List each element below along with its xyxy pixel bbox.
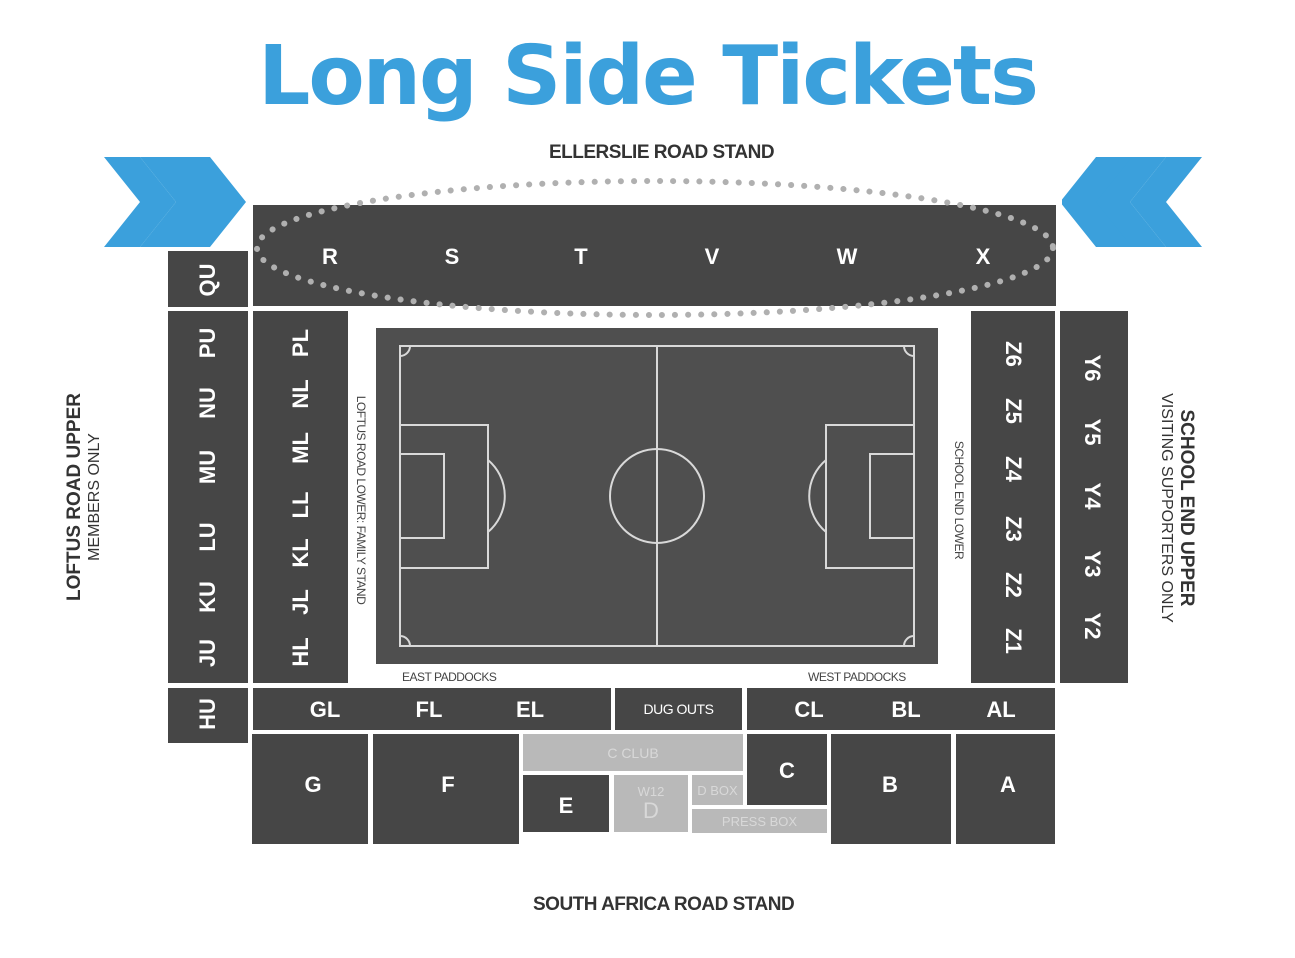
c-club-label: C CLUB [607,744,659,761]
block-f[interactable] [373,734,519,844]
c-club[interactable]: C CLUB [523,734,743,771]
school-end-lower-label: SCHOOL END LOWER [952,440,966,560]
loftus-upper-column[interactable] [168,311,248,683]
block-label-y6: Y6 [1080,354,1105,382]
block-label-bl: BL [891,697,921,722]
block-label-y4: Y4 [1080,482,1105,510]
block-label-e: E [558,793,574,818]
school-end-upper-column[interactable] [1060,311,1128,683]
block-label-cl: CL [794,697,824,722]
dug-outs[interactable]: DUG OUTS [615,688,742,730]
block-label-qu: QU [195,263,220,297]
block-label-b: B [882,772,898,797]
press-box-label: PRESS BOX [721,813,798,829]
dug-outs-label: DUG OUTS [643,701,714,717]
block-label-r: R [322,244,338,269]
block-label-mu: MU [195,449,220,485]
block-label-pl: PL [288,328,313,358]
block-label-w: W [836,244,858,269]
south-lower-row-left[interactable] [253,688,611,730]
block-label-el: EL [515,697,545,722]
block-label-z2: Z2 [1001,572,1026,598]
d-label: D [643,797,659,823]
block-a[interactable] [956,734,1055,844]
block-d[interactable]: W12 D [614,775,688,832]
school-end-lower-column[interactable] [971,311,1055,683]
block-label-gl: GL [309,697,341,722]
block-label-v: V [704,244,720,269]
south-africa-road-stand-label: SOUTH AFRICA ROAD STAND [533,894,795,915]
block-label-nl: NL [288,379,313,409]
page-title: Long Side Tickets [258,29,1039,124]
block-label-a: A [1000,772,1016,797]
loftus-lower-column[interactable] [253,311,348,683]
press-box[interactable]: PRESS BOX [692,809,827,833]
school-end-upper-name: SCHOOL END UPPER [1176,409,1197,607]
block-e[interactable] [523,775,609,832]
ellerslie-highlight-ellipse [254,178,1056,318]
ellerslie-road-stand-label: ELLERSLIE ROAD STAND [549,142,775,163]
loftus-road-lower-label: LOFTUS ROAD LOWER: FAMILY STAND [354,395,368,605]
block-label-y5: Y5 [1080,418,1105,446]
block-label-ju: JU [195,638,220,668]
block-label-c: C [779,758,795,783]
block-label-ku: KU [195,581,220,613]
south-lower-row-right[interactable] [747,688,1055,730]
block-label-jl: JL [288,589,313,615]
d-box-label: D BOX [697,782,738,798]
block-label-z4: Z4 [1001,456,1026,482]
school-end-upper-note: VISITING SUPPORTERS ONLY [1158,393,1175,623]
block-label-z5: Z5 [1001,398,1026,424]
block-label-hl: HL [288,637,313,667]
block-label-g: G [304,772,322,797]
block-hu[interactable] [168,688,248,743]
block-label-f: F [441,772,455,797]
w12-label: W12 [637,783,665,799]
loftus-road-upper-name: LOFTUS ROAD UPPER [64,393,85,601]
chevron-right-arrows-icon [104,157,246,247]
block-label-pu: PU [195,327,220,359]
block-g[interactable] [252,734,368,844]
loftus-road-upper-note: MEMBERS ONLY [86,433,103,561]
block-qu[interactable] [168,251,248,307]
block-label-ll: LL [288,491,313,519]
west-paddocks-label: WEST PADDOCKS [808,670,906,684]
block-label-z3: Z3 [1001,516,1026,542]
block-label-x: X [975,244,991,269]
block-label-y2: Y2 [1080,612,1105,640]
block-b[interactable] [831,734,951,844]
loftus-road-upper-title: LOFTUS ROAD UPPER MEMBERS ONLY [64,393,105,601]
block-label-s: S [444,244,460,269]
pitch [376,328,938,664]
block-c[interactable] [747,734,827,805]
ellerslie-road-stand[interactable] [253,205,1056,306]
school-end-upper-title: SCHOOL END UPPER VISITING SUPPORTERS ONL… [1156,393,1197,623]
block-label-fl: FL [415,697,443,722]
chevron-left-arrows-icon [1062,157,1202,247]
block-label-al: AL [986,697,1016,722]
block-label-z6: Z6 [1001,341,1026,367]
block-label-y3: Y3 [1080,550,1105,578]
block-label-kl: KL [288,538,313,568]
d-box[interactable]: D BOX [692,775,743,805]
block-label-t: T [574,244,588,269]
block-label-nu: NU [195,387,220,419]
block-label-ml: ML [288,432,313,464]
block-label-z1: Z1 [1001,628,1026,654]
block-label-hu: HU [195,698,220,730]
block-label-lu: LU [195,522,220,552]
east-paddocks-label: EAST PADDOCKS [402,670,497,684]
